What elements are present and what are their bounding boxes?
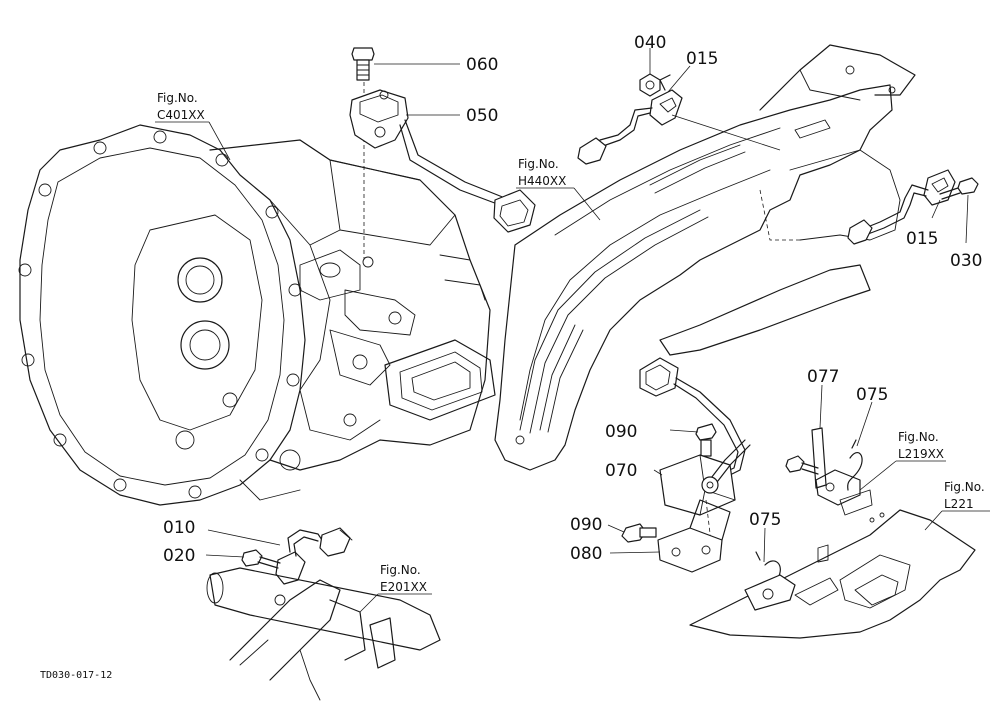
figref-h440-number: H440XX [518, 174, 566, 188]
callout-030: 030 [950, 251, 982, 271]
bracket-080 [657, 499, 731, 573]
assembly-axis-070 [705, 499, 713, 551]
callout-060: 060 [466, 55, 498, 75]
callout-015-upper: 015 [686, 49, 718, 69]
rod-077 [811, 427, 861, 506]
sensor-050 [349, 89, 536, 233]
figref-l219xx: Fig.No. L219XX [898, 430, 944, 461]
callout-040: 040 [634, 33, 666, 53]
switch-015-upper [577, 74, 683, 165]
spring-075-upper [839, 439, 873, 516]
floor-plate [689, 509, 976, 639]
figref-l221: Fig.No. L221 [944, 480, 985, 511]
bolt-030 [939, 177, 979, 200]
callout-080: 080 [570, 544, 602, 564]
transmission-housing [18, 124, 496, 506]
figref-l219-label: Fig.No. [898, 430, 939, 444]
bolt-020 [241, 549, 281, 569]
callout-020: 020 [163, 546, 195, 566]
callout-075-upper: 075 [856, 385, 888, 405]
figref-e201xx: Fig.No. E201XX [380, 563, 427, 594]
bolt-090-upper [695, 423, 717, 457]
leader-lines [155, 48, 990, 613]
figref-c401xx: Fig.No. C401XX [157, 91, 205, 122]
shaft-e201 [206, 567, 441, 701]
figref-e201-label: Fig.No. [380, 563, 421, 577]
bolt-060 [351, 47, 375, 81]
bolt-090-lower [621, 523, 657, 543]
leader-015a-to-bracket [671, 114, 781, 151]
callout-090-lower: 090 [570, 515, 602, 535]
switch-015-lower [847, 169, 956, 245]
connector-070-harness [639, 357, 746, 481]
callout-090-upper: 090 [605, 422, 637, 442]
drawing-code: TD030-017-12 [40, 670, 112, 681]
figref-c401-label: Fig.No. [157, 91, 198, 105]
spring-075-lower [744, 551, 796, 611]
bolt-rod-077 [785, 455, 819, 475]
callout-077: 077 [807, 367, 839, 387]
nut-040 [639, 73, 661, 97]
callout-010: 010 [163, 518, 195, 538]
figref-l221-number: L221 [944, 497, 974, 511]
callout-015-lower: 015 [906, 229, 938, 249]
figref-h440-label: Fig.No. [518, 157, 559, 171]
figref-l221-label: Fig.No. [944, 480, 985, 494]
figref-c401-number: C401XX [157, 108, 205, 122]
callout-075-lower: 075 [749, 510, 781, 530]
sensor-010 [275, 527, 353, 585]
callout-070: 070 [605, 461, 637, 481]
callout-050: 050 [466, 106, 498, 126]
figref-l219-number: L219XX [898, 447, 944, 461]
fender-bracket [494, 44, 916, 471]
figref-e201-number: E201XX [380, 580, 427, 594]
figref-h440xx: Fig.No. H440XX [518, 157, 566, 188]
potentiometer-070 [659, 439, 751, 516]
